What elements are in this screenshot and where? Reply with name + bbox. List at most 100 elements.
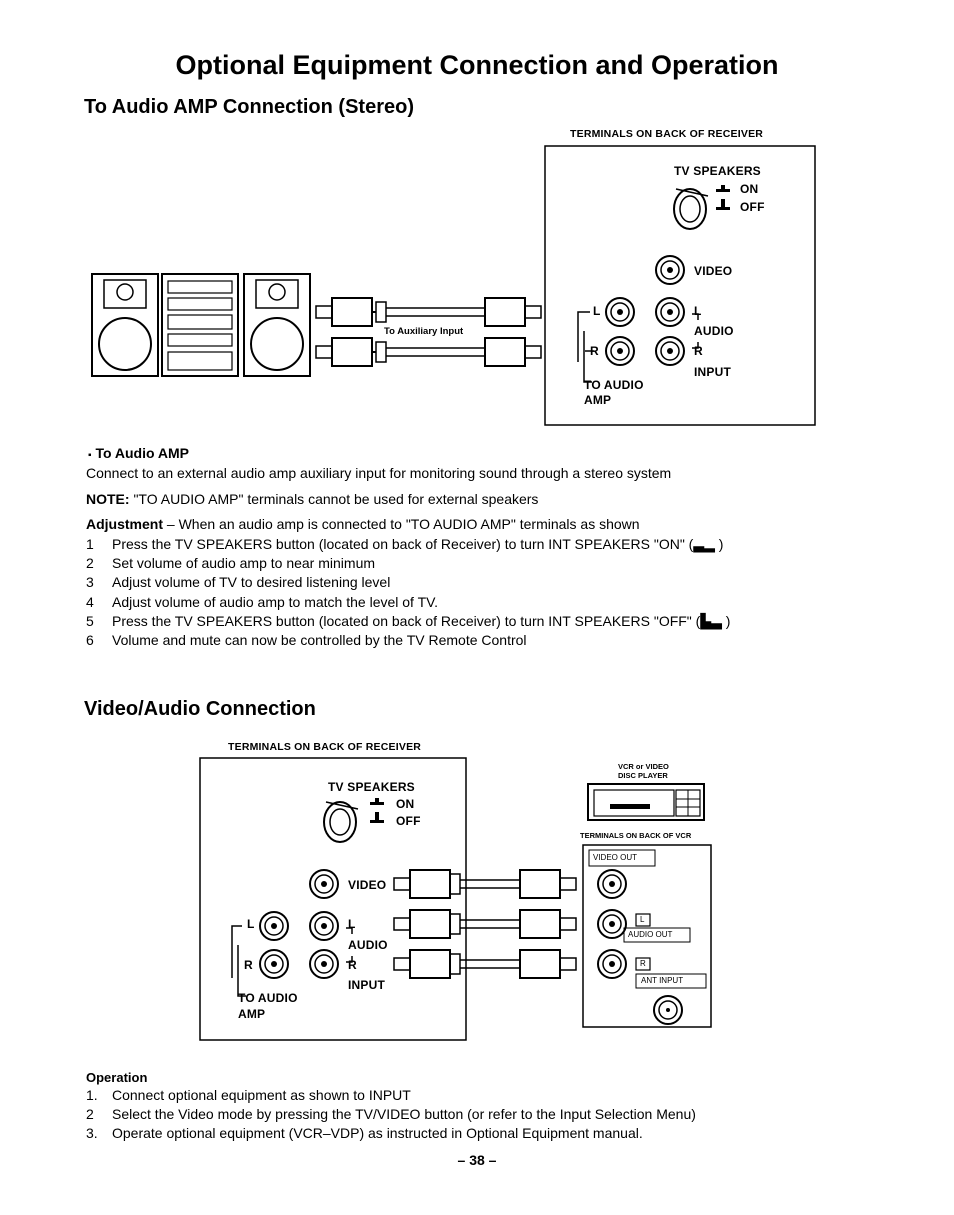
video-cable-icon [393, 869, 577, 899]
to-audio-label-2: TO AUDIO [238, 991, 298, 1005]
tv-speakers-switch-icon-2 [323, 801, 359, 843]
list-item: 2 Set volume of audio amp to near minimum [86, 554, 730, 573]
video-label: VIDEO [694, 264, 733, 278]
l-label-2: L [247, 917, 255, 931]
step-text: Operate optional equipment (VCR–VDP) as … [112, 1125, 643, 1142]
step-text: Set volume of audio amp to near minimum [112, 555, 376, 572]
amp-label: AMP [584, 393, 612, 407]
list-item: 6 Volume and mute can now be controlled b… [86, 631, 730, 650]
step-text: Press the TV SPEAKERS button (located on… [112, 612, 731, 629]
list-item: 4 Adjust volume of audio amp to match the… [86, 593, 730, 612]
vcr-audio-r-jack-icon [597, 949, 627, 979]
adjustment-label: Adjustment [86, 516, 163, 532]
step-text: Press the TV SPEAKERS button (located on… [112, 536, 724, 552]
audio-amp-connection-diagram [91, 145, 816, 426]
input-label-2: INPUT [348, 978, 385, 992]
vcr-terminals-label: TERMINALS ON BACK OF VCR [580, 831, 692, 840]
operation-title: Operation [86, 1070, 148, 1085]
page-number: – 38 – [457, 1152, 497, 1168]
ant-input-box [635, 973, 707, 989]
vcr-antenna-jack-icon [653, 995, 683, 1025]
input-l-label: L [694, 304, 702, 318]
aux-input-label: To Auxiliary Input [384, 326, 464, 337]
operation-steps: 1.Connect optional equipment as shown to… [86, 1086, 696, 1144]
terminals-label: TERMINALS ON BACK OF RECEIVER [570, 128, 764, 140]
audio-input-r-jack-icon [655, 336, 685, 366]
audio-label: AUDIO [694, 324, 734, 338]
step-text: Select the Video mode by pressing the TV… [112, 1106, 696, 1123]
ant-input-label: ANT INPUT [641, 976, 684, 985]
speaker-on-symbol-icon [716, 185, 730, 192]
vcr-icon [587, 783, 705, 821]
l-label: L [593, 304, 601, 318]
to-audio-label: TO AUDIO [584, 378, 644, 392]
r-box [635, 957, 651, 971]
vcr-terminal-panel [582, 844, 712, 1028]
bullet-title-text: To Audio AMP [95, 445, 190, 461]
page-title: Optional Equipment Connection and Operat… [175, 50, 779, 80]
step-text: Volume and mute can now be controlled by… [112, 632, 527, 649]
step-number: 4 [86, 593, 94, 610]
audio-out-box [623, 927, 691, 943]
to-audio-amp-r-jack-icon [605, 336, 635, 366]
list-item: 1.Connect optional equipment as shown to… [86, 1086, 696, 1105]
step-text: Adjust volume of audio amp to match the … [112, 593, 439, 610]
audio-l-cable-icon [393, 909, 577, 939]
to-audio-amp-r-jack-icon-2 [259, 949, 289, 979]
video-audio-connection-diagram [199, 757, 712, 1041]
amp-label-2: AMP [238, 1007, 266, 1021]
l-box [635, 913, 651, 927]
input-r-label-2: R [348, 958, 357, 972]
section-heading-audio-amp: To Audio AMP Connection (Stereo) [84, 96, 414, 118]
bullet-title: ▪ To Audio AMP [88, 444, 189, 465]
audio-input-l-jack-icon [655, 297, 685, 327]
list-item: 3.Operate optional equipment (VCR–VDP) a… [86, 1124, 696, 1143]
step-number: 2 [86, 555, 94, 572]
step-number: 1 [86, 536, 94, 552]
speaker-off-symbol-icon-2 [370, 812, 384, 823]
speaker-on-symbol-icon-2 [370, 798, 384, 805]
step-text: Adjust volume of TV to desired listening… [112, 574, 391, 591]
step-number: 3 [86, 574, 94, 591]
tv-speakers-switch-icon [673, 188, 709, 230]
r-box-label: R [640, 959, 646, 968]
to-audio-amp-l-jack-icon [605, 297, 635, 327]
audio-input-r-jack-icon-2 [309, 949, 339, 979]
terminals-label-2: TERMINALS ON BACK OF RECEIVER [228, 741, 422, 753]
l-box-label: L [640, 915, 645, 924]
speakers-off-label: OFF [740, 200, 765, 214]
step-number: 6 [86, 632, 94, 649]
tv-speakers-label-2: TV SPEAKERS [328, 780, 415, 794]
video-jack-icon [655, 255, 685, 285]
description: Connect to an external audio amp auxilia… [86, 465, 672, 481]
audio-input-l-jack-icon-2 [309, 911, 339, 941]
audio-r-cable-icon [393, 949, 577, 979]
receiver-panel-2 [199, 757, 467, 1041]
tv-speakers-label: TV SPEAKERS [674, 164, 761, 178]
note-text: "TO AUDIO AMP" terminals cannot be used … [129, 491, 539, 507]
to-audio-amp-l-jack-icon-2 [259, 911, 289, 941]
step-text: Connect optional equipment as shown to I… [112, 1087, 411, 1103]
note-label: NOTE: [86, 491, 130, 507]
speakers-on-label: ON [740, 182, 759, 196]
input-r-label: R [694, 344, 703, 358]
list-item: 1 Press the TV SPEAKERS button (located o… [86, 535, 730, 554]
video-out-box [588, 849, 656, 867]
section-heading-video-audio: Video/Audio Connection [84, 698, 316, 720]
adjustment: Adjustment – When an audio amp is connec… [86, 515, 640, 534]
vcr-video-out-jack-icon [597, 869, 627, 899]
r-label: R [590, 344, 599, 358]
audio-cable-top-icon [315, 297, 542, 327]
note: NOTE: "TO AUDIO AMP" terminals cannot be… [86, 490, 538, 509]
speaker-off-symbol-icon [716, 199, 730, 210]
receiver-panel [544, 145, 816, 426]
audio-out-label: AUDIO OUT [628, 930, 673, 939]
input-label: INPUT [694, 365, 731, 379]
adjustment-text: – When an audio amp is connected to "TO … [163, 516, 640, 532]
audio-label-2: AUDIO [348, 938, 388, 952]
bullet-dot: ▪ [88, 450, 92, 461]
vcr-label-1: VCR or VIDEO [618, 762, 669, 771]
